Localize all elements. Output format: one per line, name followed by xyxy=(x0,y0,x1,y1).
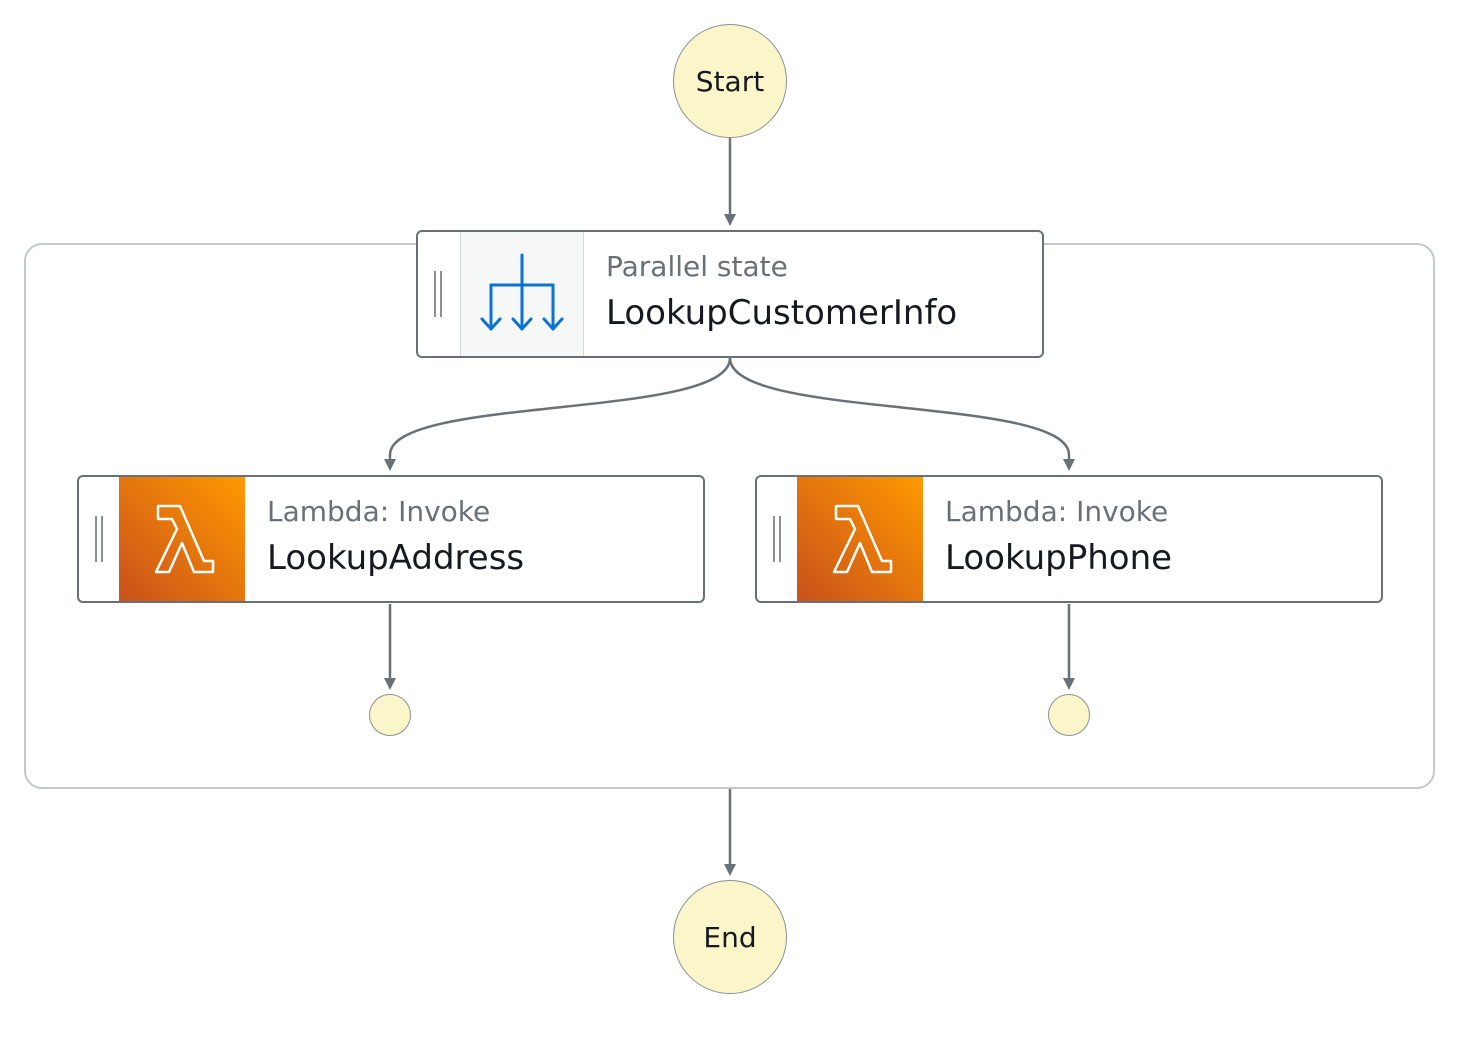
drag-handle[interactable] xyxy=(757,477,797,601)
lambda-icon xyxy=(797,477,923,601)
state-name-label: LookupAddress xyxy=(267,538,525,578)
start-label: Start xyxy=(695,64,765,98)
lambda-icon xyxy=(119,477,245,601)
state-type-label: Lambda: Invoke xyxy=(267,495,491,528)
lambda-state-node-address[interactable]: Lambda: Invoke LookupAddress xyxy=(77,475,705,603)
branch-end-address xyxy=(369,694,411,736)
parallel-branch-icon xyxy=(460,232,584,356)
state-name-label: LookupPhone xyxy=(945,538,1173,578)
state-type-label: Lambda: Invoke xyxy=(945,495,1169,528)
end-node[interactable]: End xyxy=(673,880,787,994)
end-label: End xyxy=(703,920,757,954)
drag-handle[interactable] xyxy=(418,232,458,356)
state-type-label: Parallel state xyxy=(606,250,788,283)
lambda-state-node-phone[interactable]: Lambda: Invoke LookupPhone xyxy=(755,475,1383,603)
edge-parallel-to-phone xyxy=(728,357,1075,471)
branch-end-phone xyxy=(1048,694,1090,736)
edge-parallel-to-address xyxy=(384,357,732,471)
parallel-state-node[interactable]: Parallel state LookupCustomerInfo xyxy=(416,230,1044,358)
start-node[interactable]: Start xyxy=(673,24,787,138)
drag-handle[interactable] xyxy=(79,477,119,601)
state-name-label: LookupCustomerInfo xyxy=(606,293,958,333)
